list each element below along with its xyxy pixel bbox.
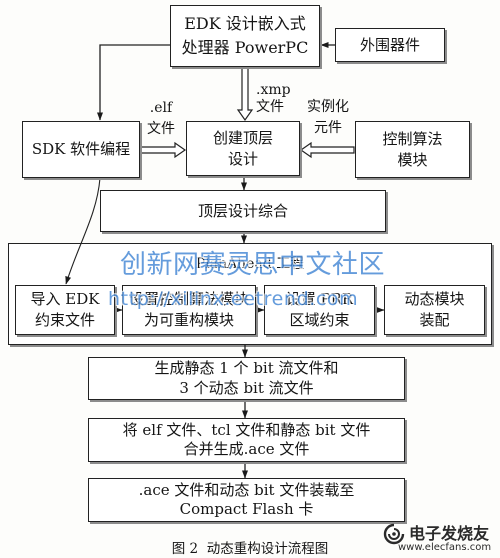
synthesis-label: 顶层设计综合 [197, 201, 288, 220]
xmp-label-line2: 文件 [256, 99, 284, 115]
edk-node-line1: EDK 设计嵌入式 [184, 14, 306, 33]
load-line2: Compact Flash 卡 [179, 500, 314, 518]
elf-label-line1: .elf [149, 100, 173, 116]
create-top-line2: 设计 [227, 149, 258, 168]
top-design-synthesis-node: 顶层设计综合 [100, 190, 386, 232]
peripherals-label: 外围器件 [359, 35, 420, 54]
step-line1: 动态模块 [404, 290, 465, 308]
edk-node-line2: 处理器 PowerPC [181, 38, 309, 57]
step-line2: 为可重构模块 [143, 311, 234, 329]
set-prr-region-step: 设置 PRR 区域约束 [264, 285, 375, 335]
create-top-design-node: 创建顶层 设计 [186, 121, 300, 176]
load-compact-flash-node: .ace 文件和动态 bit 文件装载至 Compact Flash 卡 [88, 478, 405, 522]
bitgen-line1: 生成静态 1 个 bit 流文件和 [154, 359, 339, 377]
arrow-xmp-edk-to-create-top [236, 67, 254, 122]
figure-caption: 图 2 动态重构设计流程图 [171, 541, 329, 557]
generate-bitstreams-node: 生成静态 1 个 bit 流文件和 3 个动态 bit 流文件 [88, 357, 405, 400]
load-line1: .ace 文件和动态 bit 文件装载至 [138, 480, 355, 499]
sdk-label: SDK 软件编程 [31, 140, 131, 158]
step-line1: 设置控制算法模块 [128, 290, 249, 308]
merge-line2: 合并生成.ace 文件 [183, 440, 310, 458]
control-algorithm-module-node: 控制算法 模块 [355, 121, 470, 178]
arrow-control-to-create-top [299, 141, 355, 159]
peripherals-node: 外围器件 [335, 28, 445, 62]
instantiate-label-line1: 实例化 [307, 99, 349, 115]
xmp-file-edge-label: .xmp 文件 [256, 82, 291, 116]
connector-edk-constraints-to-import [65, 177, 101, 285]
logo-name: 电子发烧友 [409, 524, 490, 543]
set-reconfigurable-module-step: 设置控制算法模块 为可重构模块 [122, 285, 256, 335]
edk-embedded-processor-node: EDK 设计嵌入式 处理器 PowerPC [170, 5, 320, 67]
bitgen-line2: 3 个动态 bit 流文件 [179, 378, 314, 397]
step-line1: 设置 PRR [285, 290, 354, 308]
create-top-line1: 创建顶层 [212, 128, 273, 147]
dynamic-module-assembly-step: 动态模块 装配 [384, 285, 485, 335]
planahead-title: PlanAhead 工程 [195, 256, 305, 272]
control-module-line2: 模块 [397, 150, 428, 169]
xmp-label-line1: .xmp [256, 82, 291, 98]
elecfans-logo-icon [383, 523, 405, 545]
elf-file-edge-label: .elf 文件 [147, 98, 175, 140]
step-line1: 导入 EDK [30, 290, 100, 308]
instantiate-component-edge-label: 实例化 元件 [303, 97, 353, 139]
arrow-elf-sdk-to-create-top [140, 141, 187, 159]
elecfans-logo: 电子发烧友 www.elecfans.com [382, 518, 498, 556]
instantiate-label-line2: 元件 [314, 120, 342, 136]
control-module-line1: 控制算法 [382, 129, 443, 148]
elf-label-line2: 文件 [147, 121, 175, 137]
connector-edk-to-sdk [97, 44, 170, 121]
step-line2: 约束文件 [34, 311, 95, 329]
logo-url: www.elecfans.com [398, 542, 492, 553]
step-line2: 区域约束 [289, 311, 350, 329]
import-edk-constraints-step: 导入 EDK 约束文件 [15, 285, 115, 335]
step-line2: 装配 [419, 311, 450, 329]
sdk-software-node: SDK 软件编程 [22, 121, 140, 178]
merge-line1: 将 elf 文件、tcl 文件和静态 bit 文件 [122, 420, 371, 439]
merge-ace-file-node: 将 elf 文件、tcl 文件和静态 bit 文件 合并生成.ace 文件 [88, 418, 405, 462]
